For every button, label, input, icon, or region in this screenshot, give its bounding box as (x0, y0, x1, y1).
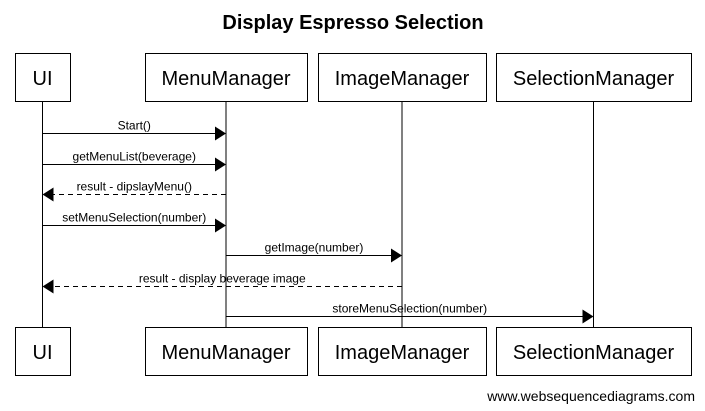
message-label-3: result - dipslayMenu() (77, 180, 192, 194)
participant-label-ui-top: UI (33, 68, 53, 90)
participant-box-menu-bottom (145, 327, 308, 376)
message-label-5: getImage(number) (265, 241, 364, 255)
message-arrowhead-6 (42, 279, 54, 294)
watermark-text: www.websequencediagrams.com (486, 388, 695, 404)
participant-box-image-top (318, 53, 487, 102)
message-arrowhead-1 (215, 126, 226, 141)
participant-label-ui-bottom: UI (33, 342, 53, 364)
participant-label-menu-bottom: MenuManager (162, 342, 291, 364)
participant-label-selection-bottom: SelectionManager (513, 342, 675, 364)
participant-label-menu-top: MenuManager (162, 68, 291, 90)
participant-label-image-bottom: ImageManager (335, 342, 470, 364)
participant-box-selection-top (496, 53, 692, 102)
participant-box-menu-top (145, 53, 308, 102)
diagram-title: Display Espresso Selection (222, 12, 483, 34)
message-arrowhead-5 (391, 248, 402, 263)
message-label-6: result - display beverage image (139, 272, 306, 286)
participant-label-image-top: ImageManager (335, 68, 470, 90)
participant-label-selection-top: SelectionManager (513, 68, 675, 90)
lifelines (42, 101, 594, 327)
participant-boxes: UIUIMenuManagerMenuManagerImageManagerIm… (15, 53, 692, 376)
message-label-4: setMenuSelection(number) (62, 211, 206, 225)
message-arrowhead-7 (582, 309, 594, 324)
message-arrowhead-2 (215, 157, 226, 172)
message-label-1: Start() (118, 119, 151, 133)
message-label-2: getMenuList(beverage) (73, 150, 196, 164)
message-label-7: storeMenuSelection(number) (332, 302, 487, 316)
participant-box-image-bottom (318, 327, 487, 376)
participant-box-selection-bottom (496, 327, 692, 376)
participant-box-ui-top (15, 53, 71, 102)
participant-box-ui-bottom (15, 327, 71, 376)
message-arrowhead-3 (42, 187, 54, 202)
message-arrowhead-4 (215, 218, 226, 233)
messages: Start() getMenuList(beverage) result - dip… (42, 119, 594, 324)
